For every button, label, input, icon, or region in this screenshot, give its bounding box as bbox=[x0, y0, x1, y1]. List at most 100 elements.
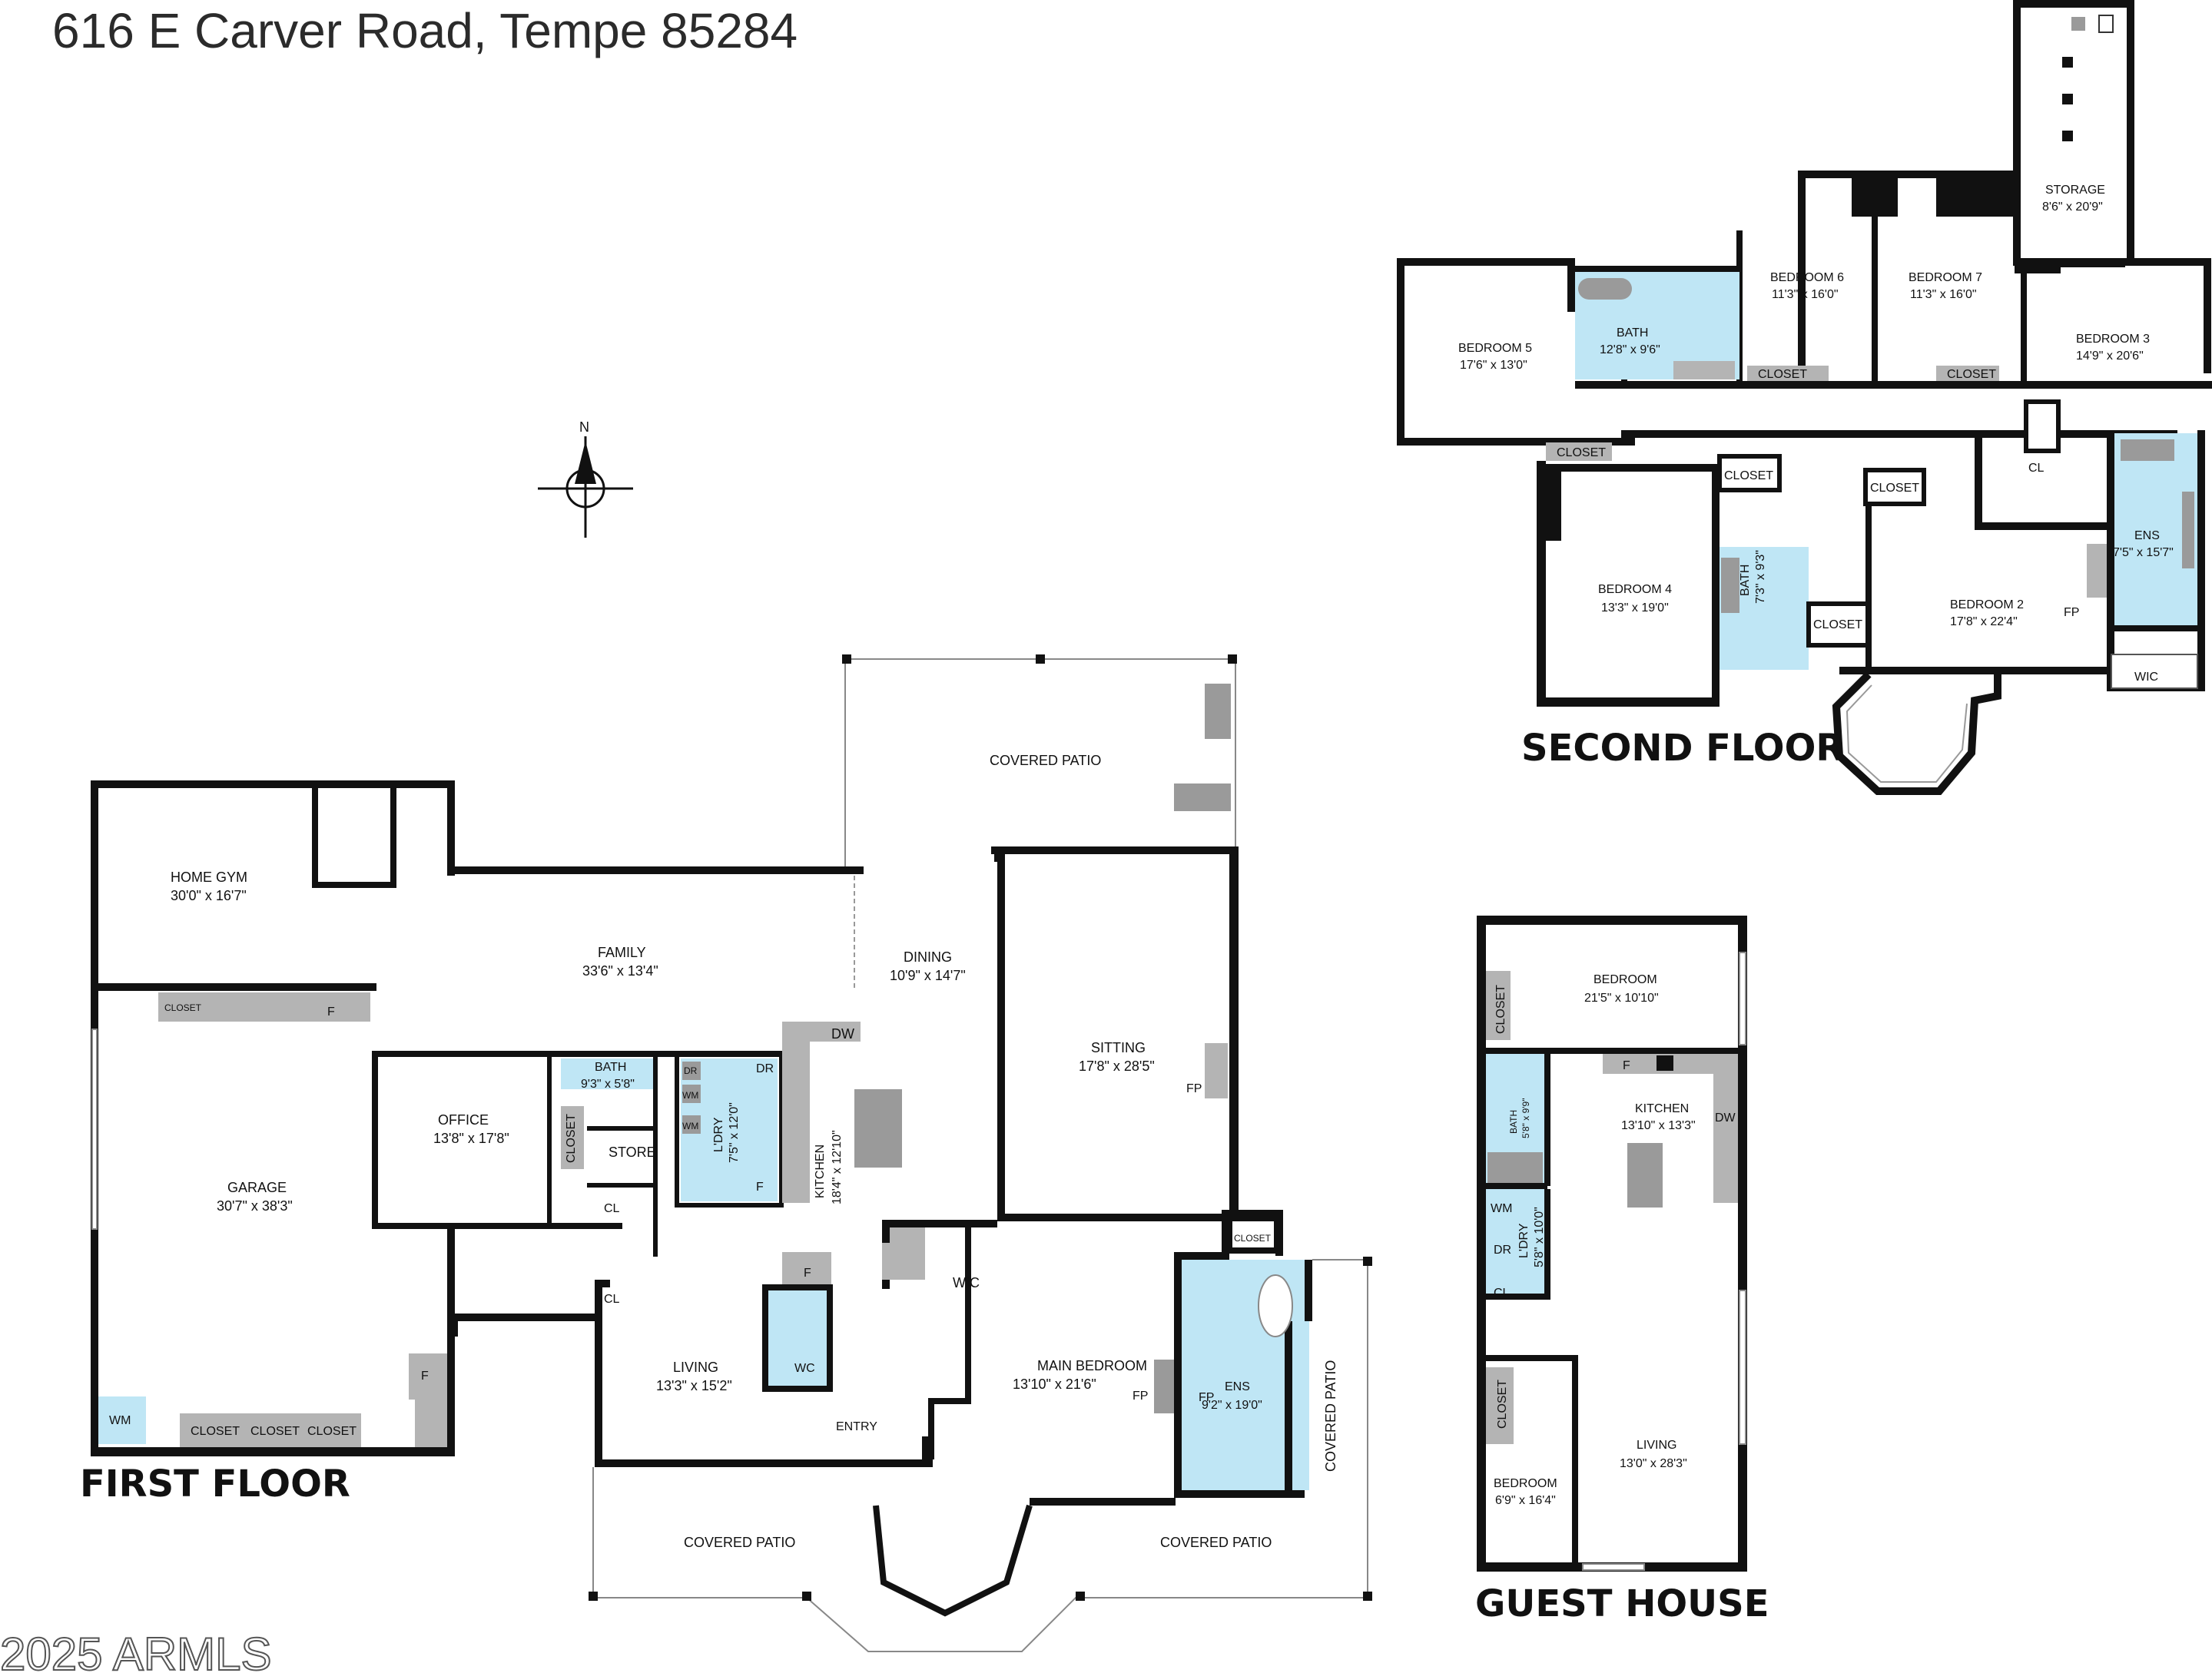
bedroom4-dims: 13'3" x 19'0" bbox=[1601, 601, 1669, 615]
guest-cl-label: CL bbox=[1494, 1287, 1510, 1300]
second-bath-dims: 12'8" x 9'6" bbox=[1600, 343, 1660, 356]
living-dims: 13'3" x 15'2" bbox=[656, 1378, 732, 1393]
copyright-text: 2025 ARMLS bbox=[0, 1628, 272, 1673]
guest-closet-bottom-label: CLOSET bbox=[1496, 1380, 1509, 1429]
north-arrow-icon: N bbox=[538, 419, 633, 538]
storage-name: STORAGE bbox=[2045, 184, 2105, 197]
bath2-closet-label: CLOSET bbox=[1813, 618, 1862, 631]
guest-living-name: LIVING bbox=[1637, 1439, 1676, 1452]
dining-name: DINING bbox=[904, 949, 952, 965]
second-bath-name: BATH bbox=[1617, 326, 1648, 340]
bedroom7-closet-label: CLOSET bbox=[1947, 368, 1996, 381]
bedroom2-cl-label: CL bbox=[2028, 462, 2045, 475]
main-bedroom-fp-label: FP bbox=[1133, 1390, 1148, 1403]
garage-closet-1-label: CLOSET bbox=[191, 1425, 240, 1438]
guest-house-title: GUEST HOUSE bbox=[1475, 1582, 1769, 1625]
sitting-name: SITTING bbox=[1091, 1040, 1146, 1055]
first-floor-plan: CLOSET F CLOSET CLOSET CLOSET F WM HOME … bbox=[80, 654, 1372, 1652]
living-name: LIVING bbox=[673, 1360, 718, 1375]
guest-closet-top-label: CLOSET bbox=[1494, 985, 1507, 1034]
kitchen-f-label: F bbox=[804, 1267, 811, 1280]
garage-f-label: F bbox=[327, 1005, 335, 1019]
bedroom4-name: BEDROOM 4 bbox=[1598, 583, 1672, 596]
storage-dims: 8'6" x 20'9" bbox=[2042, 200, 2103, 214]
guest-wm-label: WM bbox=[1491, 1202, 1512, 1215]
covered-patio-right-label: COVERED PATIO bbox=[1160, 1535, 1272, 1550]
guest-kitchen-f-label: F bbox=[1623, 1059, 1630, 1072]
garage-wm-label: WM bbox=[109, 1414, 131, 1427]
guest-bedroom-name: BEDROOM bbox=[1594, 973, 1657, 986]
bedroom7-name: BEDROOM 7 bbox=[1909, 271, 1982, 284]
laundry-dr2-label: DR bbox=[756, 1062, 774, 1075]
ensuite-dims: 9'2" x 19'0" bbox=[1202, 1399, 1262, 1412]
second-floor-plan: STORAGE 8'6" x 20'9" BATH 12'8" x 9'6" C… bbox=[1397, 0, 2212, 795]
bedroom2-fp-label: FP bbox=[2064, 606, 2079, 619]
covered-patio-side-label: COVERED PATIO bbox=[1323, 1360, 1338, 1472]
laundry-dr-label: DR bbox=[684, 1065, 698, 1076]
entry-label: ENTRY bbox=[836, 1420, 877, 1433]
bedroom6-dims: 11'3" x 16'0" bbox=[1772, 288, 1839, 301]
dw-label: DW bbox=[831, 1026, 854, 1042]
office-closet-label: CLOSET bbox=[565, 1114, 578, 1163]
bedroom7-dims: 11'3" x 16'0" bbox=[1910, 288, 1977, 301]
bedroom3-name: BEDROOM 3 bbox=[2076, 333, 2150, 346]
guest-bath-name: BATH bbox=[1508, 1110, 1519, 1134]
guest-house-plan: CLOSET BEDROOM 21'5" x 10'10" BATH 5'8" … bbox=[1475, 916, 1769, 1625]
bedroom2-name: BEDROOM 2 bbox=[1950, 598, 2024, 611]
sitting-dims: 17'8" x 28'5" bbox=[1079, 1058, 1155, 1074]
office-cl-label: CL bbox=[604, 1202, 620, 1215]
first-bath-dims: 9'3" x 5'8" bbox=[581, 1078, 635, 1091]
bedroom4-closet-label: CLOSET bbox=[1724, 469, 1773, 482]
guest-laundry-name: L'DRY bbox=[1517, 1223, 1530, 1258]
wc-label: WC bbox=[794, 1362, 815, 1375]
guest-living-dims: 13'0" x 28'3" bbox=[1620, 1457, 1687, 1470]
ensuite-closet-label: CLOSET bbox=[1234, 1233, 1272, 1244]
second-floor-title: SECOND FLOOR bbox=[1521, 727, 1844, 770]
garage-closet-label: CLOSET bbox=[164, 1002, 202, 1013]
bedroom5-name: BEDROOM 5 bbox=[1458, 342, 1532, 355]
bedroom6-name: BEDROOM 6 bbox=[1770, 271, 1844, 284]
first-floor-title: FIRST FLOOR bbox=[80, 1463, 350, 1506]
guest-dw-label: DW bbox=[1715, 1111, 1736, 1125]
bedroom2-wic-label: WIC bbox=[2134, 671, 2158, 684]
living-cl-label: CL bbox=[604, 1293, 620, 1306]
bedroom3-dims: 14'9" x 20'6" bbox=[2076, 350, 2144, 363]
bedroom2-dims: 17'8" x 22'4" bbox=[1950, 615, 2018, 628]
laundry-f-label: F bbox=[756, 1181, 764, 1194]
office-dims: 13'8" x 17'8" bbox=[433, 1131, 509, 1146]
garage-closet-2-label: CLOSET bbox=[250, 1425, 300, 1438]
laundry-wm1-label: WM bbox=[682, 1090, 698, 1101]
family-dims: 33'6" x 13'4" bbox=[582, 963, 658, 979]
north-label: N bbox=[579, 419, 589, 435]
guest-dr-label: DR bbox=[1494, 1244, 1511, 1257]
second-ens-dims: 7'5" x 15'7" bbox=[2113, 546, 2174, 559]
covered-patio-top-outline bbox=[842, 654, 1237, 866]
bedroom6-closet-label: CLOSET bbox=[1758, 368, 1807, 381]
guest-laundry-dims: 5'8" x 10'0" bbox=[1533, 1207, 1546, 1267]
second-ens-name: ENS bbox=[2134, 529, 2160, 542]
office-name: OFFICE bbox=[438, 1112, 489, 1128]
laundry-wm2-label: WM bbox=[682, 1121, 698, 1131]
covered-patio-top-label: COVERED PATIO bbox=[990, 753, 1101, 768]
bath2-dims: 7'3" x 9'3" bbox=[1754, 550, 1767, 604]
main-bedroom-name: MAIN BEDROOM bbox=[1037, 1358, 1147, 1373]
guest-bedroom-dims: 21'5" x 10'10" bbox=[1584, 992, 1659, 1005]
bedroom5-closet-label: CLOSET bbox=[1557, 446, 1606, 459]
guest-small-bedroom-name: BEDROOM bbox=[1494, 1477, 1557, 1490]
sitting-fp-label: FP bbox=[1186, 1082, 1202, 1095]
main-bedroom-dims: 13'10" x 21'6" bbox=[1013, 1376, 1096, 1392]
bath2-name: BATH bbox=[1739, 565, 1752, 596]
dining-dims: 10'9" x 14'7" bbox=[890, 968, 966, 983]
covered-patio-left-label: COVERED PATIO bbox=[684, 1535, 795, 1550]
guest-bath-dims: 5'8" x 9'9" bbox=[1521, 1098, 1531, 1138]
ensuite-name: ENS bbox=[1225, 1380, 1250, 1393]
guest-kitchen-dims: 13'10" x 13'3" bbox=[1621, 1119, 1696, 1132]
guest-small-bedroom-dims: 6'9" x 16'4" bbox=[1495, 1494, 1556, 1507]
ensuite-fp-label: FP bbox=[1199, 1391, 1214, 1404]
garage-dims: 30'7" x 38'3" bbox=[217, 1198, 293, 1214]
kitchen-name: KITCHEN bbox=[814, 1145, 827, 1198]
garage-f2-label: F bbox=[421, 1370, 429, 1383]
laundry-dims: 7'5" x 12'0" bbox=[728, 1102, 741, 1163]
family-name: FAMILY bbox=[598, 945, 646, 960]
